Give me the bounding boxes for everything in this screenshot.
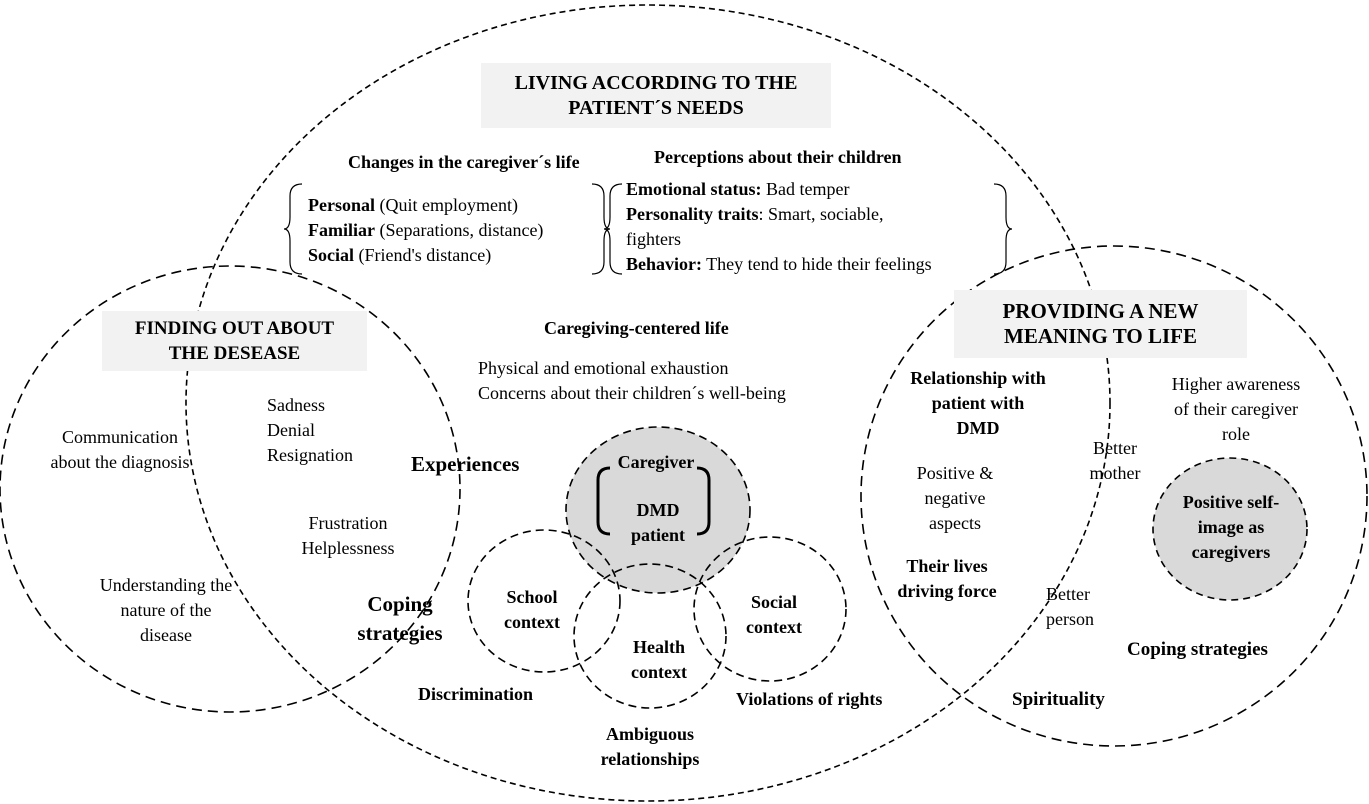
finding-circle xyxy=(0,265,461,713)
emotion-helplessness: Helplessness xyxy=(301,538,395,558)
change-familiar-label: Familiar xyxy=(308,220,375,240)
emotion-resignation: Resignation xyxy=(267,445,353,465)
change-personal-detail: (Quit employment) xyxy=(375,195,518,215)
awareness-label-1: Higher awareness xyxy=(1171,374,1301,394)
changes-left-brace xyxy=(283,183,303,275)
health-context-label-2: context xyxy=(631,662,687,682)
perception-emotional-label: Emotional status: xyxy=(626,179,762,199)
health-context-circle xyxy=(573,563,727,709)
violations-label: Violations of rights xyxy=(736,689,883,709)
living-title-box: LIVING ACCORDING TO THE PATIENT´S NEEDS xyxy=(481,63,831,128)
perception-personality-value: : Smart, sociable, xyxy=(758,204,884,224)
change-personal-label: Personal xyxy=(308,195,375,215)
emotion-sadness: Sadness xyxy=(267,395,325,415)
awareness-label-3: role xyxy=(1222,424,1250,444)
perceptions-left-brace xyxy=(603,183,623,275)
perception-emotional: Emotional status: Bad temper xyxy=(626,177,850,202)
living-circle xyxy=(185,4,1111,802)
relationship-label-1: Relationship with xyxy=(910,368,1046,388)
awareness-label-2: of their caregiver xyxy=(1174,399,1298,419)
changes-right-brace xyxy=(591,183,611,275)
better-mother-label-2: mother xyxy=(1089,463,1141,483)
understanding-label-2: nature of the xyxy=(120,600,212,620)
change-social-label: Social xyxy=(308,245,355,265)
change-social-detail: (Friend's distance) xyxy=(354,245,492,265)
school-context-label-1: School xyxy=(506,587,558,607)
perception-personality-label: Personality traits xyxy=(626,204,759,224)
driving-force-label-2: driving force xyxy=(897,581,997,601)
perception-behavior-label: Behavior: xyxy=(626,254,702,274)
social-context-circle xyxy=(693,536,847,682)
living-title: LIVING ACCORDING TO THE PATIENT´S NEEDS xyxy=(514,71,798,119)
better-mother-label-1: Better xyxy=(1093,438,1137,458)
change-personal: Personal (Quit employment) xyxy=(308,193,518,218)
changes-heading: Changes in the caregiver´s life xyxy=(348,152,580,172)
providing-title-box: PROVIDING A NEW MEANING TO LIFE xyxy=(954,290,1247,358)
better-person-label-2: person xyxy=(1046,609,1094,629)
experiences-label: Experiences xyxy=(411,452,520,476)
self-image-label-2: image as xyxy=(1197,517,1265,537)
ambiguous-label-2: relationships xyxy=(600,749,700,769)
coping-label-1: Coping xyxy=(367,592,433,616)
discrimination-label: Discrimination xyxy=(418,684,533,704)
school-context-circle xyxy=(467,529,621,673)
positive-negative-label-3: aspects xyxy=(929,513,981,533)
understanding-label-3: disease xyxy=(140,625,192,645)
relationship-label-3: DMD xyxy=(956,418,1000,438)
perception-behavior: Behavior: They tend to hide their feelin… xyxy=(626,252,932,277)
change-familiar: Familiar (Separations, distance) xyxy=(308,218,543,243)
perception-emotional-value: Bad temper xyxy=(761,179,850,199)
dmd-left-bracket xyxy=(596,466,611,536)
social-context-label-2: context xyxy=(746,617,802,637)
finding-title-box: FINDING OUT ABOUT THE DESEASE xyxy=(102,311,367,371)
communication-label-1: Communication xyxy=(62,427,178,447)
health-context-label-1: Health xyxy=(633,637,685,657)
relationship-label-2: patient with xyxy=(931,393,1025,413)
better-person-label-1: Better xyxy=(1046,584,1090,604)
dmd-patient-label-1: DMD xyxy=(636,500,680,520)
change-social: Social (Friend's distance) xyxy=(308,243,491,268)
right-coping-label: Coping strategies xyxy=(1127,639,1268,660)
spirituality-label: Spirituality xyxy=(1012,689,1105,710)
finding-title: FINDING OUT ABOUT THE DESEASE xyxy=(134,318,335,364)
emotion-denial: Denial xyxy=(267,420,315,440)
caregiving-heading: Caregiving-centered life xyxy=(544,318,729,338)
communication-label-2: about the diagnosis xyxy=(50,452,190,472)
perception-behavior-value: They tend to hide their feelings xyxy=(702,254,932,274)
caregiver-label: Caregiver xyxy=(617,452,695,472)
caregiving-item-exhaustion: Physical and emotional exhaustion xyxy=(478,358,729,378)
perceptions-heading: Perceptions about their children xyxy=(654,147,902,167)
self-image-label-3: caregivers xyxy=(1191,542,1271,562)
positive-negative-label-1: Positive & xyxy=(916,463,994,483)
emotion-frustration: Frustration xyxy=(308,513,388,533)
providing-title: PROVIDING A NEW MEANING TO LIFE xyxy=(1002,299,1199,348)
dmd-patient-label-2: patient xyxy=(631,525,685,545)
coping-label-2: strategies xyxy=(357,621,443,645)
perception-personality-cont: fighters xyxy=(626,229,681,249)
dmd-right-bracket xyxy=(696,466,711,536)
self-image-label-1: Positive self- xyxy=(1182,492,1280,512)
perceptions-right-brace xyxy=(993,183,1013,275)
ambiguous-label-1: Ambiguous xyxy=(605,724,695,744)
caregiving-item-concerns: Concerns about their children´s well-bei… xyxy=(478,383,786,403)
social-context-label-1: Social xyxy=(750,592,797,612)
school-context-label-2: context xyxy=(504,612,560,632)
positive-negative-label-2: negative xyxy=(924,488,986,508)
self-image-circle xyxy=(1152,457,1308,601)
providing-circle xyxy=(860,245,1368,747)
driving-force-label-1: Their lives xyxy=(906,556,988,576)
understanding-label-1: Understanding the xyxy=(99,575,233,595)
change-familiar-detail: (Separations, distance) xyxy=(374,220,544,240)
perception-personality: Personality traits: Smart, sociable, xyxy=(626,202,883,227)
